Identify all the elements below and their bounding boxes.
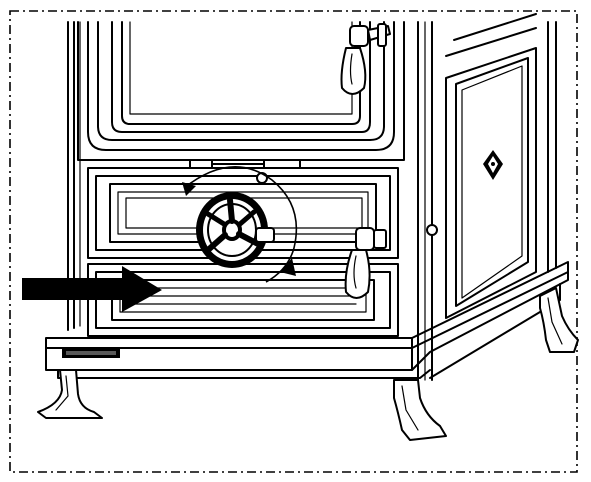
door-handle-icon [340,23,391,95]
base-plinth [45,261,569,379]
ash-drawer [87,263,399,337]
stove-legs [37,287,579,441]
side-panel [445,13,537,319]
drawer-handle-icon [344,227,387,299]
dashdot-frame [9,10,578,473]
maker-plate [62,348,120,358]
diamond-emblem-icon [483,150,503,180]
side-knob-icon [426,224,438,236]
fire-door [77,21,405,161]
rotation-arrow-icon [182,165,298,283]
pointing-arrow-icon [22,266,162,312]
stove-body [67,13,557,381]
air-control-wheel-icon [196,192,275,268]
